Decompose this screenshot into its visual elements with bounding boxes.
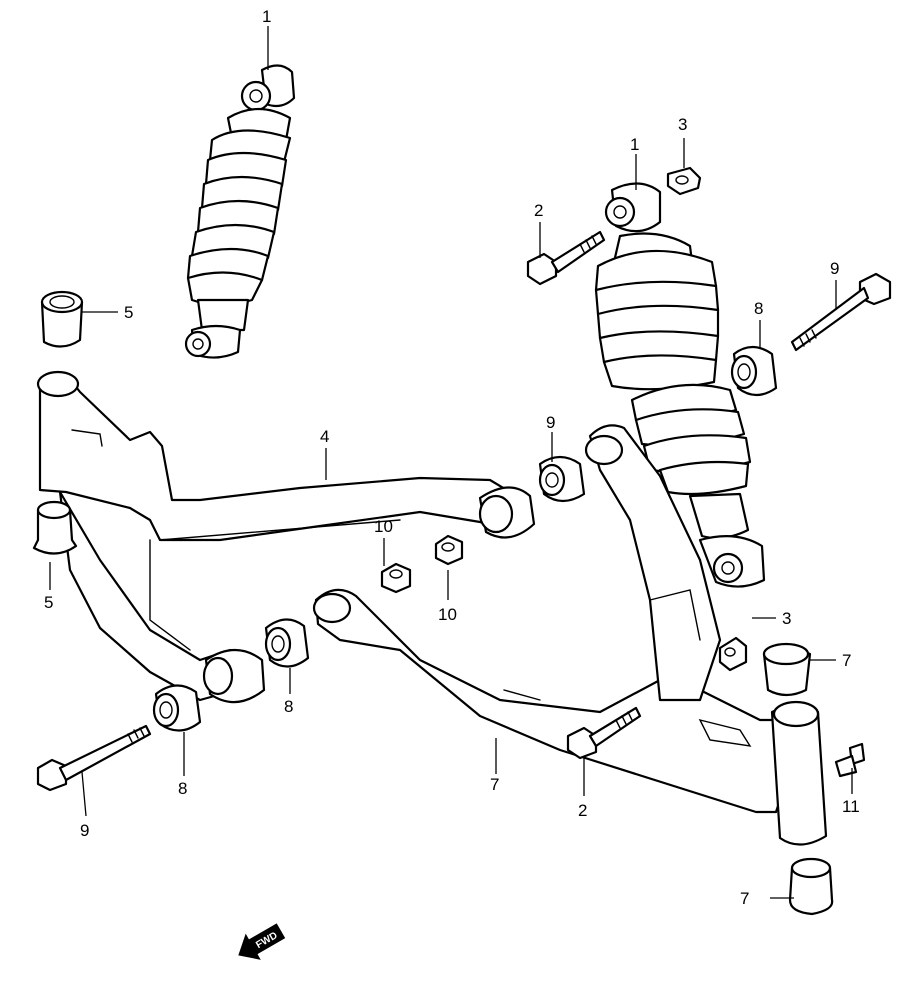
- collar-8-right[interactable]: [730, 345, 778, 397]
- callout-7-bottom-bushing: 7: [740, 889, 749, 908]
- callout-4: 4: [320, 427, 329, 446]
- bushing-7-top[interactable]: [762, 642, 812, 697]
- callout-2-bottom: 2: [578, 801, 587, 820]
- callout-8-middle: 8: [284, 697, 293, 716]
- nut-10-left[interactable]: [380, 562, 412, 594]
- nut-3-top[interactable]: [666, 166, 702, 196]
- nut-3-lower[interactable]: [718, 636, 748, 672]
- bushing-5-top[interactable]: [40, 290, 84, 348]
- nut-10-right[interactable]: [434, 534, 464, 566]
- callout-8-right: 8: [754, 299, 763, 318]
- bushing-7-bottom[interactable]: [788, 857, 834, 916]
- collar-8-middle[interactable]: [264, 618, 310, 668]
- collar-9[interactable]: [538, 455, 586, 503]
- shock-absorber-left[interactable]: [184, 64, 296, 359]
- grease-nipple-11[interactable]: [834, 742, 866, 778]
- callout-1-left: 1: [262, 7, 271, 26]
- callout-10-left: 10: [374, 517, 393, 536]
- callout-labels: 1 1 2 2 3 3 4 5 5 7 7 7 8 8 8 9 9 9 10 1…: [44, 7, 860, 908]
- callout-9-bottom: 9: [80, 821, 89, 840]
- leader-lines: [49, 26, 853, 899]
- upper-suspension-arm[interactable]: [36, 370, 536, 704]
- callout-5-bottom: 5: [44, 593, 53, 612]
- bolt-2-top[interactable]: [526, 230, 606, 286]
- callout-10-right: 10: [438, 605, 457, 624]
- bolt-2-bottom[interactable]: [566, 706, 642, 760]
- callout-2-top: 2: [534, 201, 543, 220]
- bolt-9-bottom[interactable]: [36, 724, 152, 792]
- callout-11: 11: [842, 797, 860, 816]
- callout-7-lower-arm: 7: [490, 775, 499, 794]
- collar-8-left[interactable]: [152, 684, 202, 732]
- bushing-5-bottom[interactable]: [32, 500, 78, 555]
- fwd-direction-arrow: FWD: [238, 923, 286, 960]
- shock-absorber-right[interactable]: [594, 182, 766, 588]
- callout-9-middle: 9: [546, 413, 555, 432]
- callout-5-top: 5: [124, 303, 133, 322]
- lower-suspension-arm[interactable]: [312, 424, 828, 846]
- callout-7-top-bushing: 7: [842, 651, 851, 670]
- callout-3-lower: 3: [782, 609, 791, 628]
- callout-3-top: 3: [678, 115, 687, 134]
- callout-8-left: 8: [178, 779, 187, 798]
- bolt-9-top[interactable]: [790, 272, 892, 352]
- callout-1-right: 1: [630, 135, 639, 154]
- callout-9-top: 9: [830, 259, 839, 278]
